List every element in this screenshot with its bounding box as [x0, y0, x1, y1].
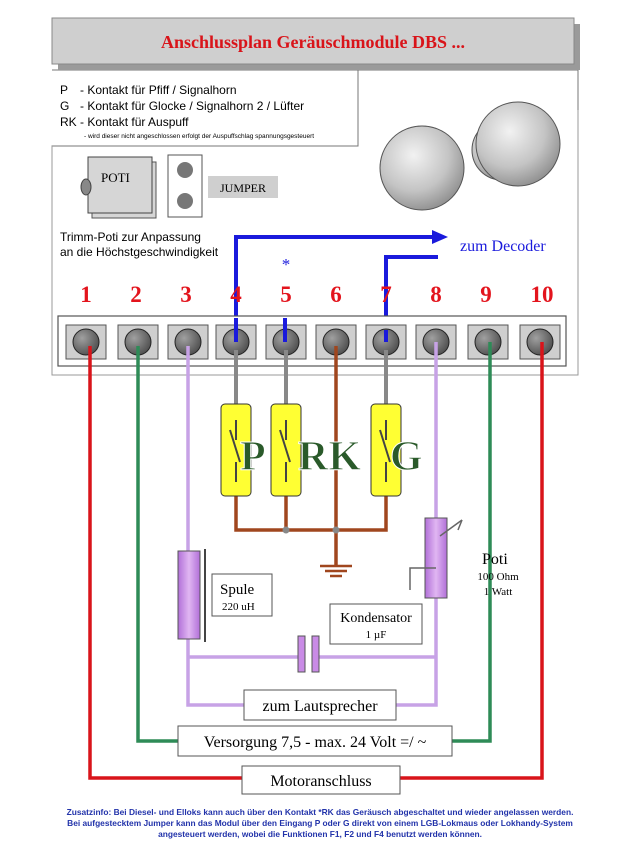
jumper-pin-bottom	[177, 193, 193, 209]
asterisk: *	[282, 255, 291, 274]
title-box	[51, 17, 575, 65]
kondensator-value: 1 µF	[366, 629, 387, 641]
terminal-number-6: 6	[330, 282, 342, 307]
capacitor	[297, 635, 320, 673]
spule-label: Spule	[220, 582, 255, 598]
legend-text-rk: - Kontakt für Auspuff	[80, 115, 189, 129]
spule-label-box	[211, 573, 273, 617]
trimm-text-line1: Trimm-Poti zur Anpassung	[60, 230, 201, 244]
poti-resistor-label: Poti	[482, 551, 508, 568]
terminal-number-7: 7	[380, 282, 392, 307]
kondensator-label-box	[329, 603, 423, 645]
terminal-number-3: 3	[180, 282, 192, 307]
poti-label: POTI	[101, 170, 130, 185]
contact-label-p: P	[240, 434, 266, 480]
terminal-number-9: 9	[480, 282, 492, 307]
contact-labels: P RK G	[240, 434, 424, 481]
legend-key-g: G	[60, 99, 69, 113]
terminal-screw-10	[526, 328, 554, 356]
terminal-number-2: 2	[130, 282, 142, 307]
module-board-inner	[51, 110, 579, 376]
contact-p	[220, 403, 252, 497]
decoder-label: zum Decoder	[460, 238, 546, 255]
legend-note: - wird dieser nicht angeschlossen erfolg…	[84, 133, 314, 140]
lautsprecher-box	[243, 689, 397, 721]
legend-key-rk: RK	[60, 115, 77, 129]
speaker-wires	[186, 342, 438, 707]
jumper-pin-top	[177, 162, 193, 178]
legend: P - Kontakt für Pfiff / Signalhorn G - K…	[60, 83, 314, 140]
poti-resistor-value2: 1 Watt	[484, 586, 513, 598]
terminal-number-10: 10	[531, 282, 554, 307]
contact-label-g: G	[390, 434, 423, 480]
versorgung-label: Versorgung 7,5 - max. 24 Volt =/ ~	[204, 734, 427, 751]
terminal-number-4: 4	[230, 282, 242, 307]
terminal-number-1: 1	[80, 282, 92, 307]
coil	[177, 550, 201, 640]
trimm-text-line2: an die Höchstgeschwindigkeit	[60, 245, 219, 259]
contact-label-rk: RK	[298, 434, 361, 480]
poti-box	[87, 156, 153, 214]
ground-symbol	[320, 564, 352, 578]
spule-value: 220 uH	[222, 601, 255, 613]
footnote: Zusatzinfo: Bei Diesel- und Elloks kann …	[66, 807, 574, 839]
terminal-screw-9	[474, 328, 502, 356]
page-title: Anschlussplan Geräuschmodule DBS ...	[161, 32, 465, 52]
legend-text-g: - Kontakt für Glocke / Signalhorn 2 / Lü…	[80, 99, 304, 113]
contact-rk	[270, 403, 302, 497]
terminal-number-8: 8	[430, 282, 442, 307]
poti-resistor	[424, 517, 448, 599]
versorgung-box	[177, 725, 453, 757]
decoder-arrow	[432, 230, 448, 244]
legend-text-p: - Kontakt für Pfiff / Signalhorn	[80, 83, 237, 97]
jumper-label-box	[208, 176, 278, 198]
lautsprecher-label: zum Lautsprecher	[262, 698, 378, 715]
kondensator-label: Kondensator	[340, 611, 412, 626]
poti-resistor-value1: 100 Ohm	[477, 571, 519, 583]
contact-g	[370, 403, 402, 497]
motor-label: Motoranschluss	[270, 773, 371, 790]
round-component-right	[475, 101, 561, 187]
round-component-left	[379, 125, 465, 211]
terminal-screw-1	[72, 328, 100, 356]
legend-key-p: P	[60, 83, 68, 97]
terminal-number-5: 5	[280, 282, 292, 307]
jumper-label: JUMPER	[220, 181, 266, 195]
poti-knob	[80, 178, 92, 196]
terminal-numbers: 1 2 3 4 5 6 7 8 9 10	[80, 282, 553, 307]
motor-box	[241, 765, 401, 795]
